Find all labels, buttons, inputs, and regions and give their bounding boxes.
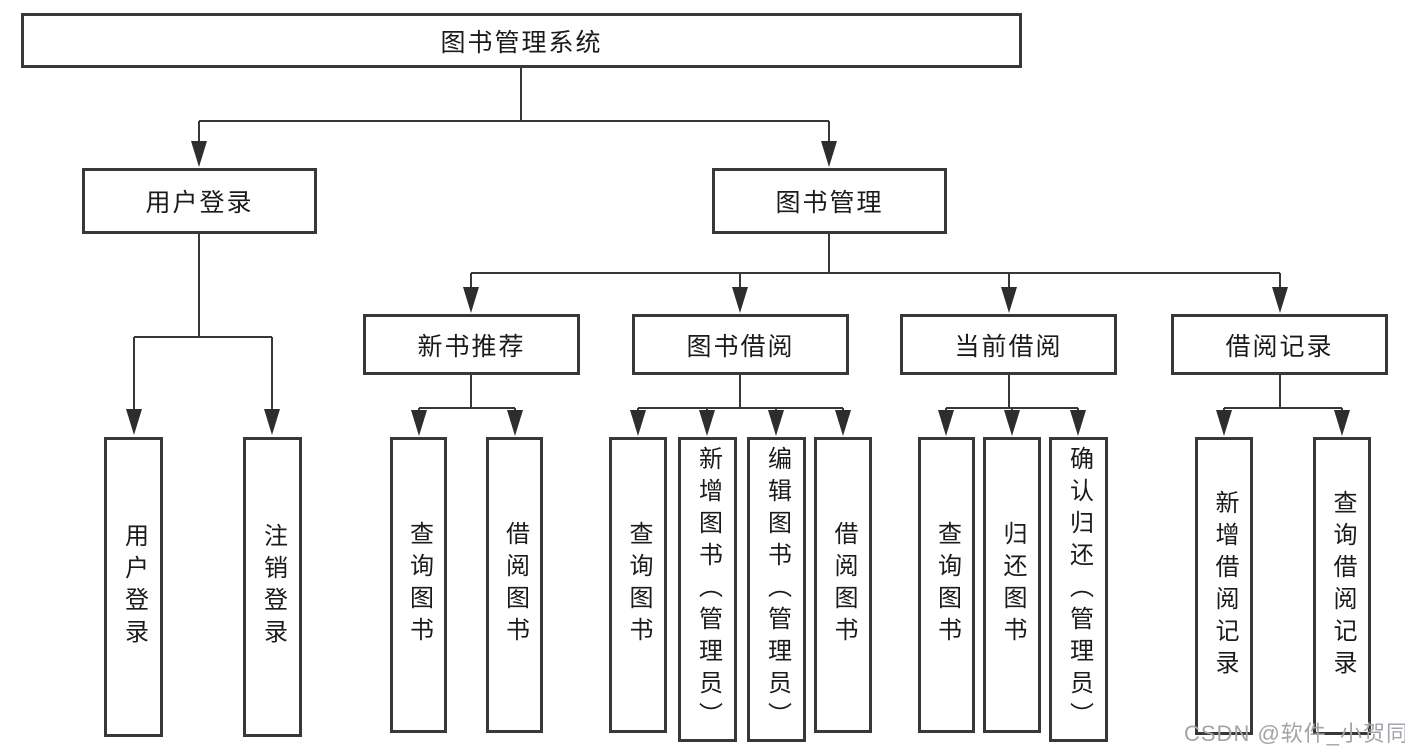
node-label: 编辑图书（管理员） [763, 445, 791, 734]
node-leaf-add-borrow-record: 新增借阅记录 [1195, 437, 1253, 735]
node-leaf-query-books-recommend: 查询图书 [390, 437, 447, 733]
node-label: 归还图书 [999, 521, 1026, 649]
node-label: 图书管理系统 [440, 28, 603, 57]
node-label: 确认归还（管理员） [1065, 445, 1093, 734]
node-label: 借阅图书 [830, 521, 857, 649]
node-user-login: 用户登录 [82, 168, 317, 234]
node-label: 查询图书 [405, 521, 433, 649]
node-label: 查询图书 [625, 521, 652, 649]
node-leaf-return-books: 归还图书 [983, 437, 1041, 733]
node-leaf-query-books-borrowing: 查询图书 [609, 437, 667, 733]
node-label: 查询图书 [933, 521, 961, 649]
node-label: 当前借阅 [954, 332, 1063, 361]
node-borrowing-records: 借阅记录 [1171, 314, 1388, 375]
node-label: 图书借阅 [686, 332, 795, 361]
node-root: 图书管理系统 [21, 13, 1022, 68]
csdn-watermark: CSDN @软件_小贺同学 [1184, 721, 1405, 746]
node-leaf-edit-books-admin: 编辑图书（管理员） [747, 437, 806, 742]
arrowheads [126, 141, 1350, 436]
node-leaf-logout: 注销登录 [243, 437, 302, 737]
node-book-management: 图书管理 [712, 168, 947, 234]
node-leaf-borrow-books-borrowing: 借阅图书 [814, 437, 872, 733]
node-current-borrowing: 当前借阅 [900, 314, 1117, 375]
node-leaf-user-login: 用户登录 [104, 437, 163, 737]
node-label: 新增借阅记录 [1211, 490, 1238, 682]
node-label: 新书推荐 [417, 332, 526, 361]
node-label: 注销登录 [259, 523, 287, 651]
node-leaf-confirm-return-admin: 确认归还（管理员） [1049, 437, 1108, 742]
node-label: 借阅图书 [501, 521, 529, 649]
node-label: 图书管理 [775, 189, 884, 217]
node-label: 借阅记录 [1225, 332, 1334, 361]
node-new-book-recommend: 新书推荐 [363, 314, 580, 375]
node-label: 查询借阅记录 [1329, 490, 1356, 682]
node-leaf-query-borrow-record: 查询借阅记录 [1313, 437, 1371, 735]
node-book-borrowing: 图书借阅 [632, 314, 849, 375]
node-label: 用户登录 [120, 523, 148, 651]
node-label: 用户登录 [145, 189, 254, 217]
node-leaf-borrow-books-recommend: 借阅图书 [486, 437, 543, 733]
node-label: 新增图书（管理员） [694, 445, 722, 734]
node-leaf-add-books-admin: 新增图书（管理员） [678, 437, 737, 742]
node-leaf-query-books-current: 查询图书 [918, 437, 975, 733]
